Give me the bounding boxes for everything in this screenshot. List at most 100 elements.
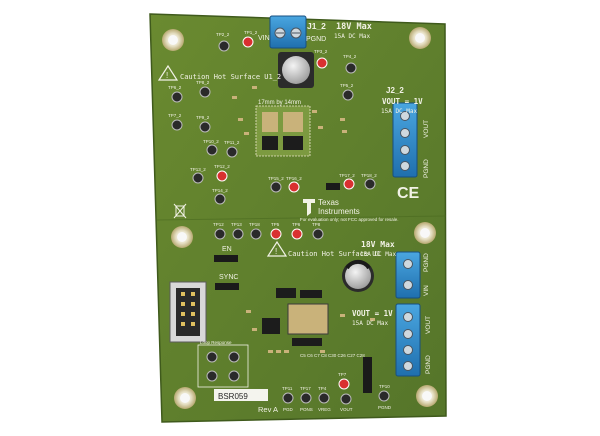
mounting-hole-bottom-left — [174, 387, 196, 409]
test-point-label: TP5_2 — [340, 83, 354, 88]
test-point-label: PGD — [283, 407, 294, 412]
top-pgnd-label: PGND — [306, 36, 326, 43]
test-point-label: TP18_2 — [361, 173, 377, 178]
brand-line1: Texas — [318, 198, 339, 207]
output-terminal-bottom — [395, 303, 421, 377]
test-point-label: TP6_2 — [168, 85, 182, 90]
bottom-vout-value: VOUT = 1V — [352, 309, 393, 318]
top-output-rating: 15A DC Max — [381, 108, 418, 115]
test-point-label: TP18 — [249, 222, 260, 227]
test-point-label: TP2_2 — [216, 32, 230, 37]
test-point-label: TP11_2 — [224, 140, 240, 145]
sync-label: SYNC — [219, 274, 238, 281]
test-points-mid — [214, 228, 324, 240]
ic-cluster-top — [255, 105, 311, 157]
test-point-label: TP4_2 — [343, 54, 357, 59]
input-terminal-bottom — [395, 251, 421, 299]
smd-parts — [232, 86, 375, 353]
bottom-output-rating: 15A DC Max — [352, 320, 389, 327]
caution-icon-top: ! — [157, 64, 179, 81]
bottom-input-rating2: 15A DC Max — [360, 251, 397, 258]
bottom-pgnd-in-label: PGND — [423, 253, 430, 272]
test-point-label: TP15_2 — [268, 176, 284, 181]
ti-logo-icon — [303, 199, 315, 216]
svg-text:!: ! — [275, 247, 277, 256]
capacitor-row-labels: C5 C6 C7 C8 C30 C26 C27 C28 — [300, 353, 365, 358]
test-point-label: TP6 — [292, 222, 301, 227]
top-input-rating2: 15A DC Max — [334, 33, 371, 40]
test-points-bottom — [206, 351, 390, 405]
revision-label: Rev A — [258, 405, 278, 414]
top-vin-label: VIN — [258, 35, 270, 42]
ic-cluster-bottom — [262, 288, 329, 346]
test-point-label: TP14_2 — [212, 188, 228, 193]
test-point-label: TP10_2 — [203, 139, 219, 144]
eval-note: For evaluation only; not FCC approved fo… — [300, 217, 399, 222]
test-point-label: TP7 — [338, 372, 347, 377]
test-point-names-bottom: PGD PONS VREG VOUT PGND — [283, 405, 392, 412]
inductor-top — [278, 52, 314, 88]
test-point-label: VREG — [318, 407, 331, 412]
test-point-label: TP4 — [318, 386, 327, 391]
loop-response-label: Loop Response — [200, 340, 232, 345]
test-point-label: TP13_2 — [190, 167, 206, 172]
part-label-box — [214, 389, 268, 401]
header-connector — [169, 281, 207, 343]
top-vout-value: VOUT = 1V — [382, 97, 423, 106]
test-point-label: TP8 — [312, 222, 321, 227]
top-input-rating1: 18V Max — [336, 22, 372, 32]
caution-text-top: Caution Hot Surface U1_2 — [180, 73, 281, 81]
caution-text-bottom: Caution Hot Surface U1 — [288, 250, 381, 258]
mounting-hole-bottom-right — [416, 385, 438, 407]
bottom-input-rating1: 18V Max — [361, 240, 395, 249]
svg-text:!: ! — [166, 71, 168, 80]
part-number: BSR059 — [218, 392, 248, 401]
test-point-label: PONS — [300, 407, 313, 412]
caution-icon-bottom: ! — [266, 240, 288, 257]
mounting-hole-mid-right — [414, 222, 436, 244]
test-points-top — [171, 36, 376, 205]
test-point-label: TP1_2 — [244, 30, 258, 35]
mounting-hole-mid-left — [171, 226, 193, 248]
jumper-top[interactable] — [326, 183, 340, 190]
test-point-label: VOUT — [340, 407, 353, 412]
ce-mark-icon: CE — [397, 185, 420, 202]
weee-icon — [173, 203, 187, 219]
brand-line2: Instruments — [318, 207, 360, 216]
mounting-hole-top-right — [409, 27, 431, 49]
bottom-pgnd-out-label: PGND — [425, 355, 432, 374]
mounting-hole-top-left — [162, 29, 184, 51]
test-point-label: TP7_2 — [168, 113, 182, 118]
connector-j2-label: J2_2 — [386, 86, 404, 95]
test-point-label: TP12 — [213, 222, 224, 227]
jumper-en[interactable] — [214, 255, 238, 262]
test-point-label: TP12_2 — [214, 164, 230, 169]
test-point-label: TP8_2 — [196, 80, 210, 85]
top-pgnd-out-label: PGND — [423, 159, 430, 178]
jumper-sync[interactable] — [215, 283, 239, 290]
test-point-label: TP3_2 — [314, 49, 328, 54]
test-point-label: TP17 — [300, 386, 311, 391]
test-point-label: TP10 — [379, 384, 390, 389]
output-terminal-top — [392, 102, 418, 178]
loop-response-box — [197, 344, 249, 388]
jumper-bottom-right[interactable] — [363, 357, 372, 393]
input-terminal-top — [269, 15, 307, 49]
size-note: 17mm by 14mm — [258, 100, 301, 106]
test-point-label: TP11 — [282, 386, 293, 391]
test-point-label: PGND — [378, 405, 392, 410]
test-point-label: TP5 — [271, 222, 280, 227]
bottom-vin-label: VIN — [423, 285, 430, 296]
test-point-label: TP13 — [231, 222, 242, 227]
test-point-label: TP9_2 — [196, 115, 210, 120]
test-point-label: TP17_2 — [339, 173, 355, 178]
test-point-labels-mid: TP12 TP13 TP18 TP5 TP6 TP8 — [213, 222, 321, 227]
svg-text:CE: CE — [397, 185, 420, 202]
capacitor-bottom — [342, 260, 374, 292]
bottom-vout-label: VOUT — [425, 316, 432, 334]
en-label: EN — [222, 246, 232, 253]
connector-j1-label: J1_2 — [307, 21, 326, 31]
